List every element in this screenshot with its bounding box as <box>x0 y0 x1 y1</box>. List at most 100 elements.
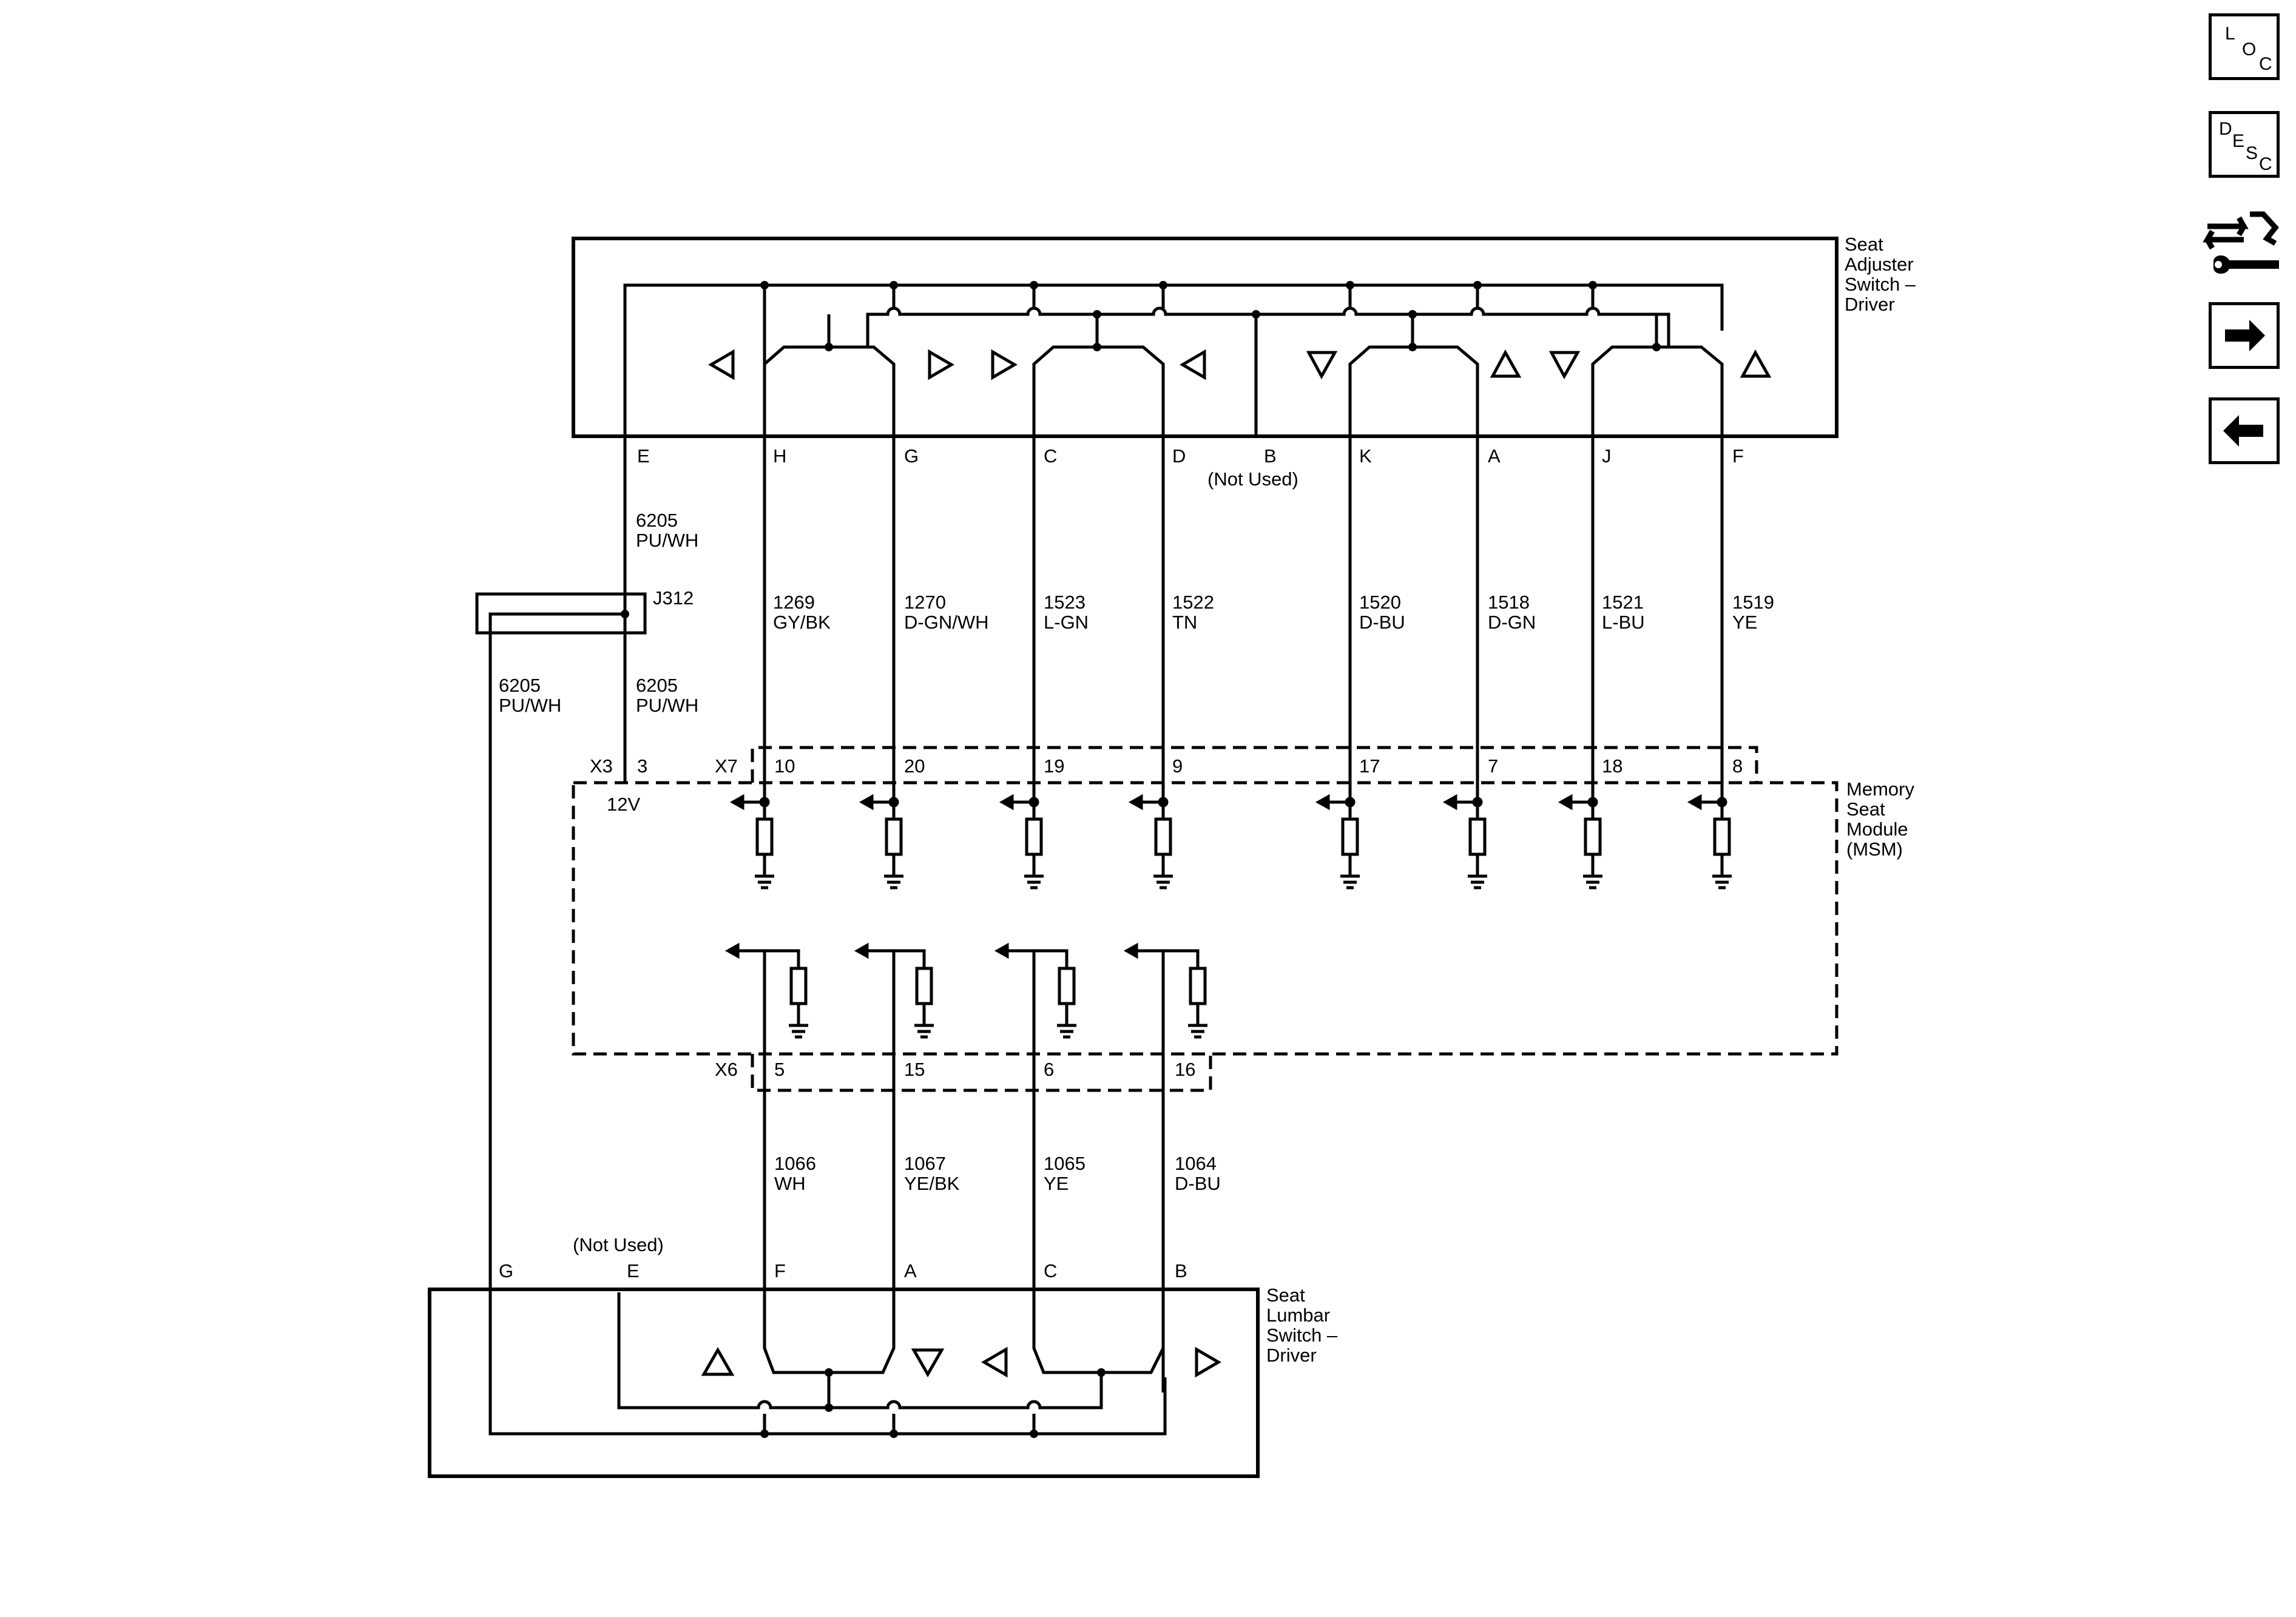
pin-e-not-used: (Not Used) <box>573 1234 664 1255</box>
svg-text:Lumbar: Lumbar <box>1266 1305 1330 1326</box>
msm-input-circuit <box>1315 794 1360 890</box>
svg-text:Driver: Driver <box>1845 294 1895 315</box>
circuit-6205-left: 6205 PU/WH <box>499 675 561 716</box>
svg-text:1067: 1067 <box>904 1153 946 1174</box>
splice-j312-box <box>475 592 647 635</box>
svg-text:B: B <box>1175 1260 1187 1281</box>
svg-text:GY/BK: GY/BK <box>773 612 831 633</box>
svg-text:G: G <box>904 445 919 467</box>
loc-letter-o: O <box>2242 39 2257 59</box>
adjuster-to-msm-wires <box>623 436 1724 802</box>
svg-text:F: F <box>774 1260 786 1281</box>
svg-text:Module: Module <box>1846 819 1908 840</box>
circuit-6205-below-splice: 6205 PU/WH <box>636 675 698 716</box>
msm-lumbar-input-circuit <box>724 942 808 1292</box>
x6-connector-outline <box>751 1054 1212 1092</box>
seat-lumbar-switch-label: Seat Lumbar Switch – Driver <box>1266 1284 1338 1366</box>
msm-lower-inputs <box>724 942 1207 1292</box>
svg-text:6205: 6205 <box>636 510 678 531</box>
svg-text:Seat: Seat <box>1266 1284 1305 1306</box>
svg-text:10: 10 <box>774 755 795 777</box>
arrow-left-icon <box>2223 415 2263 447</box>
msm-input-circuit <box>859 794 903 890</box>
adjuster-junction-dots <box>760 281 1661 351</box>
x3-label: X3 <box>590 755 613 777</box>
svg-text:9: 9 <box>1172 755 1183 777</box>
svg-text:6205: 6205 <box>499 675 541 696</box>
arrow-right-icon <box>2225 320 2265 351</box>
msm-input-circuit <box>1687 794 1732 890</box>
voltage-12v: 12V <box>607 794 640 815</box>
msm-input-circuit <box>1442 794 1487 890</box>
loc-letter-c: C <box>2259 54 2272 74</box>
circuit-labels-lower: 1066 WH 1067 YE/BK 1065 YE 1064 D-BU <box>774 1153 1221 1194</box>
svg-text:B: B <box>1264 445 1277 467</box>
svg-text:1523: 1523 <box>1044 592 1086 613</box>
svg-text:20: 20 <box>904 755 925 777</box>
svg-text:8: 8 <box>1732 755 1743 777</box>
svg-text:1518: 1518 <box>1488 592 1530 613</box>
pin-b-not-used: (Not Used) <box>1207 468 1298 490</box>
svg-text:1519: 1519 <box>1732 592 1774 613</box>
lumbar-pin-letters: G E (Not Used) F A C B <box>499 1234 1187 1281</box>
loc-letter-l: L <box>2225 24 2235 44</box>
msm-box <box>572 781 1838 1056</box>
splice-bar <box>488 612 625 633</box>
msm-input-circuit <box>1558 794 1602 890</box>
svg-text:H: H <box>773 445 786 467</box>
svg-text:TN: TN <box>1172 612 1197 633</box>
svg-text:1066: 1066 <box>774 1153 816 1174</box>
svg-text:1065: 1065 <box>1044 1153 1086 1174</box>
svg-text:E: E <box>627 1260 640 1281</box>
svg-text:Seat: Seat <box>1846 798 1885 820</box>
svg-text:16: 16 <box>1175 1059 1195 1080</box>
svg-text:PU/WH: PU/WH <box>636 530 698 551</box>
next-page-button[interactable] <box>2209 302 2280 369</box>
previous-page-button[interactable] <box>2209 397 2280 464</box>
description-button[interactable]: D E S C <box>2209 111 2280 178</box>
svg-text:Adjuster: Adjuster <box>1845 254 1914 275</box>
svg-text:C: C <box>1044 1260 1057 1281</box>
svg-text:6: 6 <box>1044 1059 1054 1080</box>
x3-pin: 3 <box>637 755 647 777</box>
svg-text:1270: 1270 <box>904 592 946 613</box>
svg-text:D: D <box>1172 445 1186 467</box>
x7-connector-outline <box>751 746 1758 783</box>
svg-text:7: 7 <box>1488 755 1498 777</box>
msm-lumbar-input-circuit <box>994 942 1076 1292</box>
svg-text:D-BU: D-BU <box>1359 612 1405 633</box>
splice-dot <box>621 610 629 618</box>
svg-text:1521: 1521 <box>1602 592 1644 613</box>
connector-repair-icon[interactable] <box>2201 203 2286 282</box>
svg-text:17: 17 <box>1359 755 1380 777</box>
svg-text:D-GN: D-GN <box>1488 612 1536 633</box>
msm-lumbar-input-circuit <box>1123 942 1207 1292</box>
desc-letter-d: D <box>2219 119 2232 139</box>
svg-text:YE/BK: YE/BK <box>904 1173 960 1194</box>
msm-input-circuit <box>729 794 774 890</box>
svg-text:19: 19 <box>1044 755 1064 777</box>
svg-text:G: G <box>499 1260 513 1281</box>
svg-text:L-GN: L-GN <box>1044 612 1089 633</box>
location-button[interactable]: L O C <box>2209 13 2280 80</box>
seat-adjuster-switch-box <box>572 237 1838 438</box>
lumbar-junction-dots <box>760 1368 1106 1438</box>
msm-upper-inputs <box>729 794 1732 890</box>
x6-label: X6 <box>715 1059 738 1080</box>
svg-text:Driver: Driver <box>1266 1345 1317 1366</box>
x7-pin-numbers: 10 20 19 9 17 7 18 8 <box>774 755 1743 777</box>
splice-j312-label: J312 <box>653 587 694 609</box>
desc-letter-s: S <box>2246 143 2258 163</box>
circuit-6205-upper: 6205 PU/WH <box>636 510 698 551</box>
x6-pin-numbers: 5 15 6 16 <box>774 1059 1195 1080</box>
msm-lumbar-input-circuit <box>854 942 934 1292</box>
svg-text:PU/WH: PU/WH <box>636 695 698 716</box>
svg-text:YE: YE <box>1044 1173 1069 1194</box>
lumbar-direction-triangles <box>701 1346 1221 1378</box>
svg-text:1520: 1520 <box>1359 592 1401 613</box>
svg-text:PU/WH: PU/WH <box>499 695 561 716</box>
svg-text:Memory: Memory <box>1846 778 1914 800</box>
seat-adjuster-switch-label: Seat Adjuster Switch – Driver <box>1845 234 1916 315</box>
desc-letter-e: E <box>2232 131 2245 151</box>
svg-text:5: 5 <box>774 1059 785 1080</box>
